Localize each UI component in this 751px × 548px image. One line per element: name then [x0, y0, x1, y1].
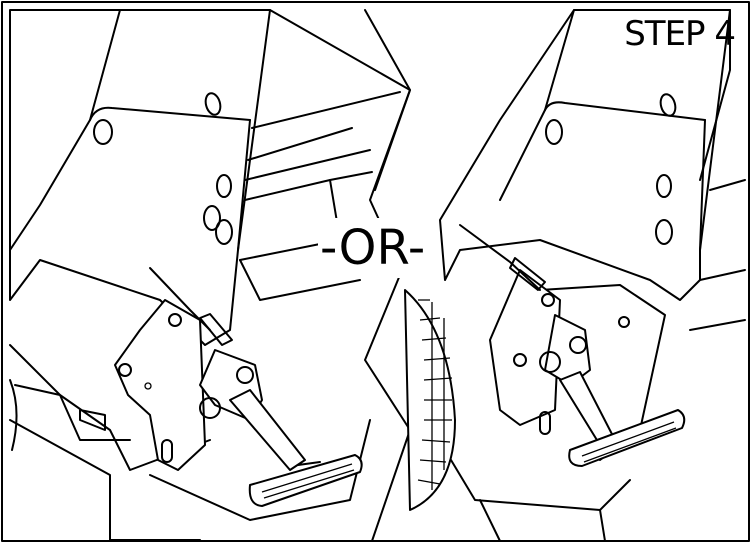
frame-hole [215, 219, 233, 245]
frame-hole [545, 119, 563, 145]
frame-hole [93, 119, 113, 145]
frame-hole [216, 174, 232, 198]
slot [161, 439, 173, 463]
bolt [618, 316, 630, 328]
bolt [168, 313, 182, 327]
right-mount-bracket [489, 269, 561, 426]
pivot-pin [569, 336, 587, 354]
left-pedal-lever [229, 389, 306, 471]
right-pedal-tread [568, 409, 686, 467]
frame-hole [659, 93, 677, 117]
bolt [513, 353, 527, 367]
left-upright-frame [9, 9, 271, 346]
bolt [541, 293, 555, 307]
frame-hole [203, 205, 221, 231]
pivot-pin [236, 366, 254, 384]
step-label: STEP 4 [624, 14, 736, 54]
left-pedal-tread [248, 454, 363, 507]
right-panel [404, 9, 746, 542]
or-separator: -OR- [318, 218, 428, 278]
bolt [118, 363, 132, 377]
frame-hole [656, 174, 672, 198]
frame-hole [655, 219, 673, 245]
pivot-bolt [199, 397, 221, 419]
left-mount-bracket [114, 299, 206, 471]
right-pedal-lever [559, 371, 616, 446]
pivot-bolt [539, 351, 561, 373]
frame-hole [204, 92, 222, 116]
slot [539, 411, 551, 435]
